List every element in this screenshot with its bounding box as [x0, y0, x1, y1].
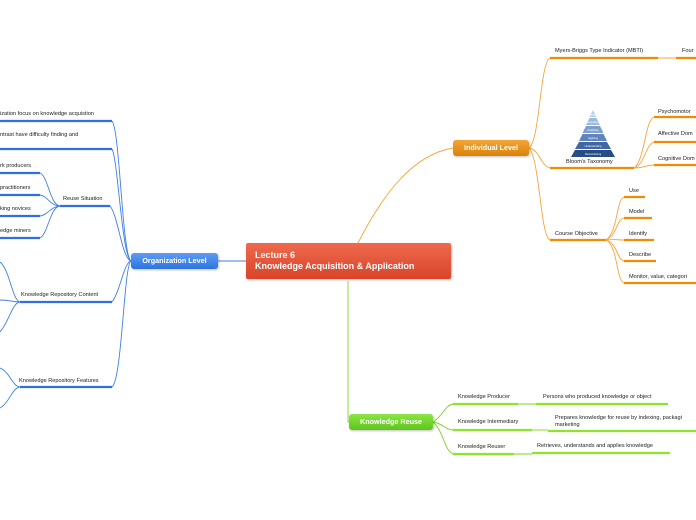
org-topic-repository-content[interactable]: Knowledge Repository Content: [21, 292, 99, 298]
reuse-situation-item[interactable]: practitioners: [0, 185, 31, 191]
reuse-desc-reuser[interactable]: Retrieves, understands and applies knowl…: [537, 443, 653, 449]
reuse-role-reuser[interactable]: Knowledge Reuser: [458, 444, 506, 450]
pyramid-level-label: Understanding: [585, 144, 602, 148]
reuse-desc-intermediary[interactable]: Prepares knowledge for reuse by indexing…: [555, 415, 682, 421]
blooms-pyramid-image: Creating Evaluating Analyzing Applying U…: [571, 110, 615, 157]
bloom-child-affective[interactable]: Affective Dom: [658, 131, 693, 137]
org-topic-difficulty[interactable]: ntrast have difficulty finding and: [0, 132, 79, 138]
pyramid-level-label: Creating: [588, 113, 598, 117]
objective-item[interactable]: Describe: [629, 252, 652, 258]
mbti-topic[interactable]: Myers-Briggs Type Indicator (MBTI): [555, 48, 644, 54]
reuse-situation-item[interactable]: edge miners: [0, 228, 31, 234]
central-topic-line2: Knowledge Acquisition & Application: [255, 261, 415, 271]
objective-item[interactable]: Monitor, value, categori: [629, 274, 687, 280]
mbti-child-four[interactable]: Four: [682, 48, 694, 54]
bloom-child-cognitive[interactable]: Cognitive Dom: [658, 156, 695, 162]
individual-level-node[interactable]: Individual Level: [453, 140, 529, 156]
pyramid-level-label: Analyzing: [587, 128, 599, 132]
reuse-situation-item[interactable]: rk producers: [0, 163, 32, 169]
org-topic-acquisition[interactable]: ization focus on knowledge acquistion: [0, 111, 94, 117]
pyramid-level-label: Applying: [588, 136, 599, 140]
pyramid-level-label: Evaluating: [587, 120, 600, 124]
reuse-role-producer[interactable]: Knowledge Producer: [458, 394, 510, 400]
bloom-child-psychomotor[interactable]: Psychomotor: [658, 109, 691, 115]
reuse-situation-item[interactable]: king novices: [0, 206, 31, 212]
organization-level-node[interactable]: Organization Level: [131, 253, 218, 269]
central-topic-line1: Lecture 6: [255, 250, 296, 260]
blooms-taxonomy-topic[interactable]: Bloom's Taxonomy: [566, 159, 613, 165]
reuse-desc-producer[interactable]: Persons who produced knowledge or object: [543, 394, 652, 400]
course-objective-topic[interactable]: Course Objective: [555, 231, 598, 237]
central-topic[interactable]: Lecture 6 Knowledge Acquisition & Applic…: [246, 243, 451, 279]
org-topic-repository-features[interactable]: Knowledge Repository Features: [19, 378, 99, 384]
objective-item[interactable]: Model: [629, 209, 645, 215]
reuse-role-intermediary[interactable]: Knowledge Intermediary: [458, 419, 519, 425]
objective-item[interactable]: Identify: [629, 231, 648, 237]
pyramid-level-label: Remembering: [585, 152, 602, 156]
reuse-desc-intermediary-cont: marketing: [555, 422, 580, 428]
knowledge-reuse-node[interactable]: Knowledge Reuse: [349, 414, 433, 430]
objective-item[interactable]: Use: [629, 188, 639, 194]
org-topic-reuse-situation[interactable]: Reuse Situation: [63, 196, 103, 202]
